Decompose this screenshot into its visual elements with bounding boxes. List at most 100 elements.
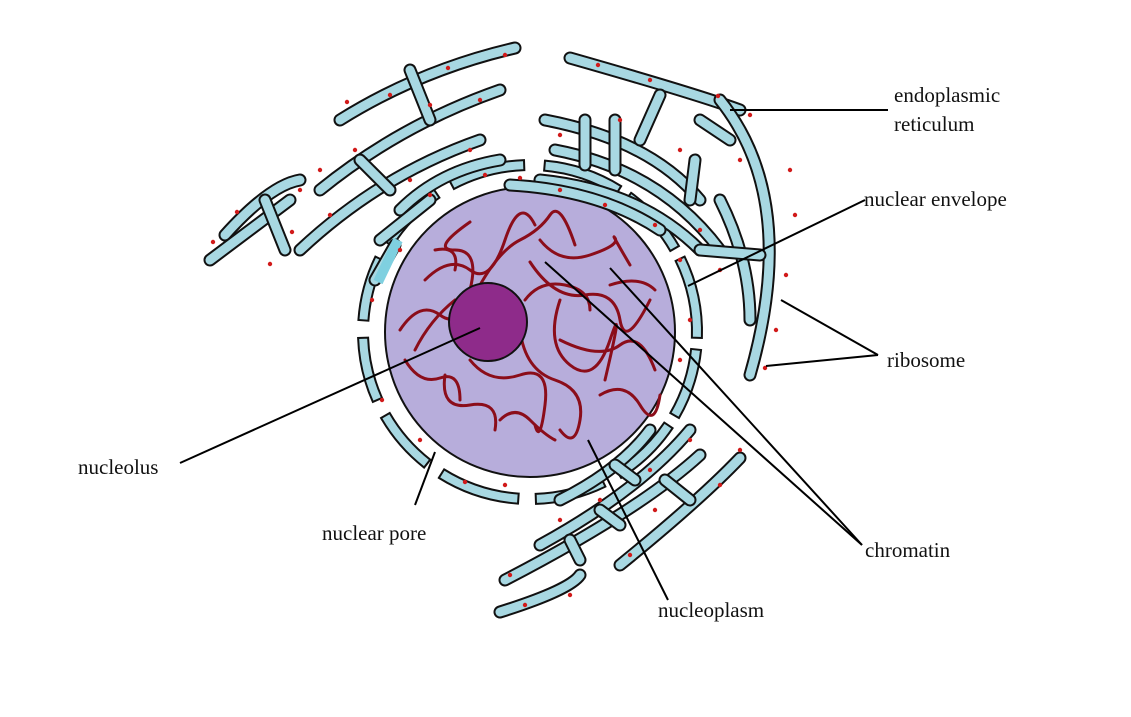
er-strand-fill: [685, 155, 700, 205]
er-strand-fill: [500, 450, 705, 585]
ribosome-dot: [344, 99, 350, 105]
ribosome-dot: [747, 112, 753, 118]
label-nuclear-envelope: nuclear envelope: [864, 187, 1007, 211]
ribosome-dot: [522, 602, 528, 608]
envelope-segment: [674, 255, 703, 340]
ribosome-dot: [234, 209, 240, 215]
er-strand-fill: [395, 155, 505, 215]
er-strand-fill: [565, 535, 585, 565]
ribosomes: [210, 52, 798, 608]
er-strand-fill: [610, 460, 640, 485]
leader-nuclear-envelope: [687, 199, 866, 287]
leader-nucleoplasm: [587, 439, 669, 601]
chromatin-thread: [433, 247, 458, 272]
er-strand-fill: [660, 475, 695, 505]
label-endoplasmic: endoplasmic: [894, 83, 1001, 107]
ribosome-dot: [652, 222, 658, 228]
chromatin-thread: [528, 260, 652, 333]
label-nucleolus: nucleolus: [78, 455, 159, 479]
ribosome-dot: [783, 272, 789, 278]
ribosome-dot: [647, 77, 653, 83]
ribosome-dot: [792, 212, 798, 218]
chromatin-thread: [608, 279, 657, 292]
ribosome-dot: [677, 357, 683, 363]
ribosome-dot: [317, 167, 323, 173]
ribosome-dot: [773, 327, 779, 333]
ribosome-dot: [647, 467, 653, 473]
chromatin-thread: [552, 298, 618, 382]
ribosome-dot: [557, 517, 563, 523]
ribosome-dot: [567, 592, 573, 598]
label-chromatin: chromatin: [865, 538, 951, 562]
ribosome-dot: [210, 239, 216, 245]
er-strand-fill: [505, 180, 665, 235]
ribosome-dot: [715, 93, 721, 99]
er-strand-fill: [535, 175, 705, 255]
chromatin-thread: [518, 328, 583, 440]
er-strand-fill: [405, 65, 435, 125]
leader-lines: [179, 109, 888, 601]
ribosome-dot: [352, 147, 358, 153]
ribosome-dot: [737, 447, 743, 453]
chromatin-thread: [598, 387, 662, 417]
chromatin-thread: [478, 209, 577, 287]
ribosome-dot: [517, 175, 523, 181]
er-strand-fill: [205, 195, 295, 265]
er-strand-fill: [495, 570, 585, 617]
ribosome-dot: [502, 52, 508, 58]
ribosome-dot: [482, 172, 488, 178]
ribosome-dot: [507, 572, 513, 578]
leader-chromatin-2: [609, 267, 863, 546]
label-nucleoplasm: nucleoplasm: [658, 598, 765, 622]
ribosome-dot: [717, 482, 723, 488]
ribosome-dot: [595, 62, 601, 68]
ribosome-dot: [557, 132, 563, 138]
ribosome-dot: [267, 261, 273, 267]
ribosome-dot: [557, 187, 563, 193]
chromatin-thread: [413, 298, 457, 352]
er-strand-fill: [260, 195, 290, 255]
envelope-segment: [379, 411, 432, 469]
ribosome-dot: [427, 192, 433, 198]
ribosome-dot: [369, 297, 375, 303]
ribosome-dot: [677, 147, 683, 153]
label-nuclear-pore: nuclear pore: [322, 521, 427, 545]
leader-ribosome-1: [780, 299, 879, 356]
leader-chromatin-1: [544, 261, 863, 546]
er-strand-fill: [595, 505, 625, 530]
ribosome-dot: [379, 397, 385, 403]
leader-ribosome-2: [765, 354, 879, 367]
ribosome-dot: [687, 317, 693, 323]
ribosome-dot: [327, 212, 333, 218]
ribosome-dot: [627, 552, 633, 558]
ribosome-dot: [417, 437, 423, 443]
label-reticulum: reticulum: [894, 112, 975, 136]
envelope-segment: [437, 468, 520, 505]
er-strand-fill: [375, 195, 435, 245]
ribosome-dot: [787, 167, 793, 173]
er-strand-fill: [715, 95, 774, 380]
ribosome-dot: [687, 437, 693, 443]
ribosome-dot: [297, 187, 303, 193]
er-strand-fill: [695, 115, 735, 145]
ribosome-dot: [462, 479, 468, 485]
ribosome-dot: [617, 117, 623, 123]
nucleus-body: [384, 186, 676, 478]
ribosome-dot: [289, 229, 295, 235]
ribosome-dot: [445, 65, 451, 71]
nucleolus-body: [448, 282, 528, 362]
er-strand-fill: [695, 245, 765, 260]
er-strand-fill: [335, 43, 520, 125]
chromatin-thread: [403, 358, 462, 402]
er-strand-fill: [355, 155, 395, 195]
label-ribosome: ribosome: [887, 348, 966, 372]
ribosome-dot: [677, 257, 683, 263]
ribosome-dot: [737, 157, 743, 163]
envelope-segment: [668, 347, 703, 420]
ribosome-dot: [697, 227, 703, 233]
envelope-segment: [357, 336, 384, 404]
leader-nucleolus: [179, 327, 481, 464]
chromatin-thread: [538, 235, 632, 267]
ribosome-dot: [502, 482, 508, 488]
